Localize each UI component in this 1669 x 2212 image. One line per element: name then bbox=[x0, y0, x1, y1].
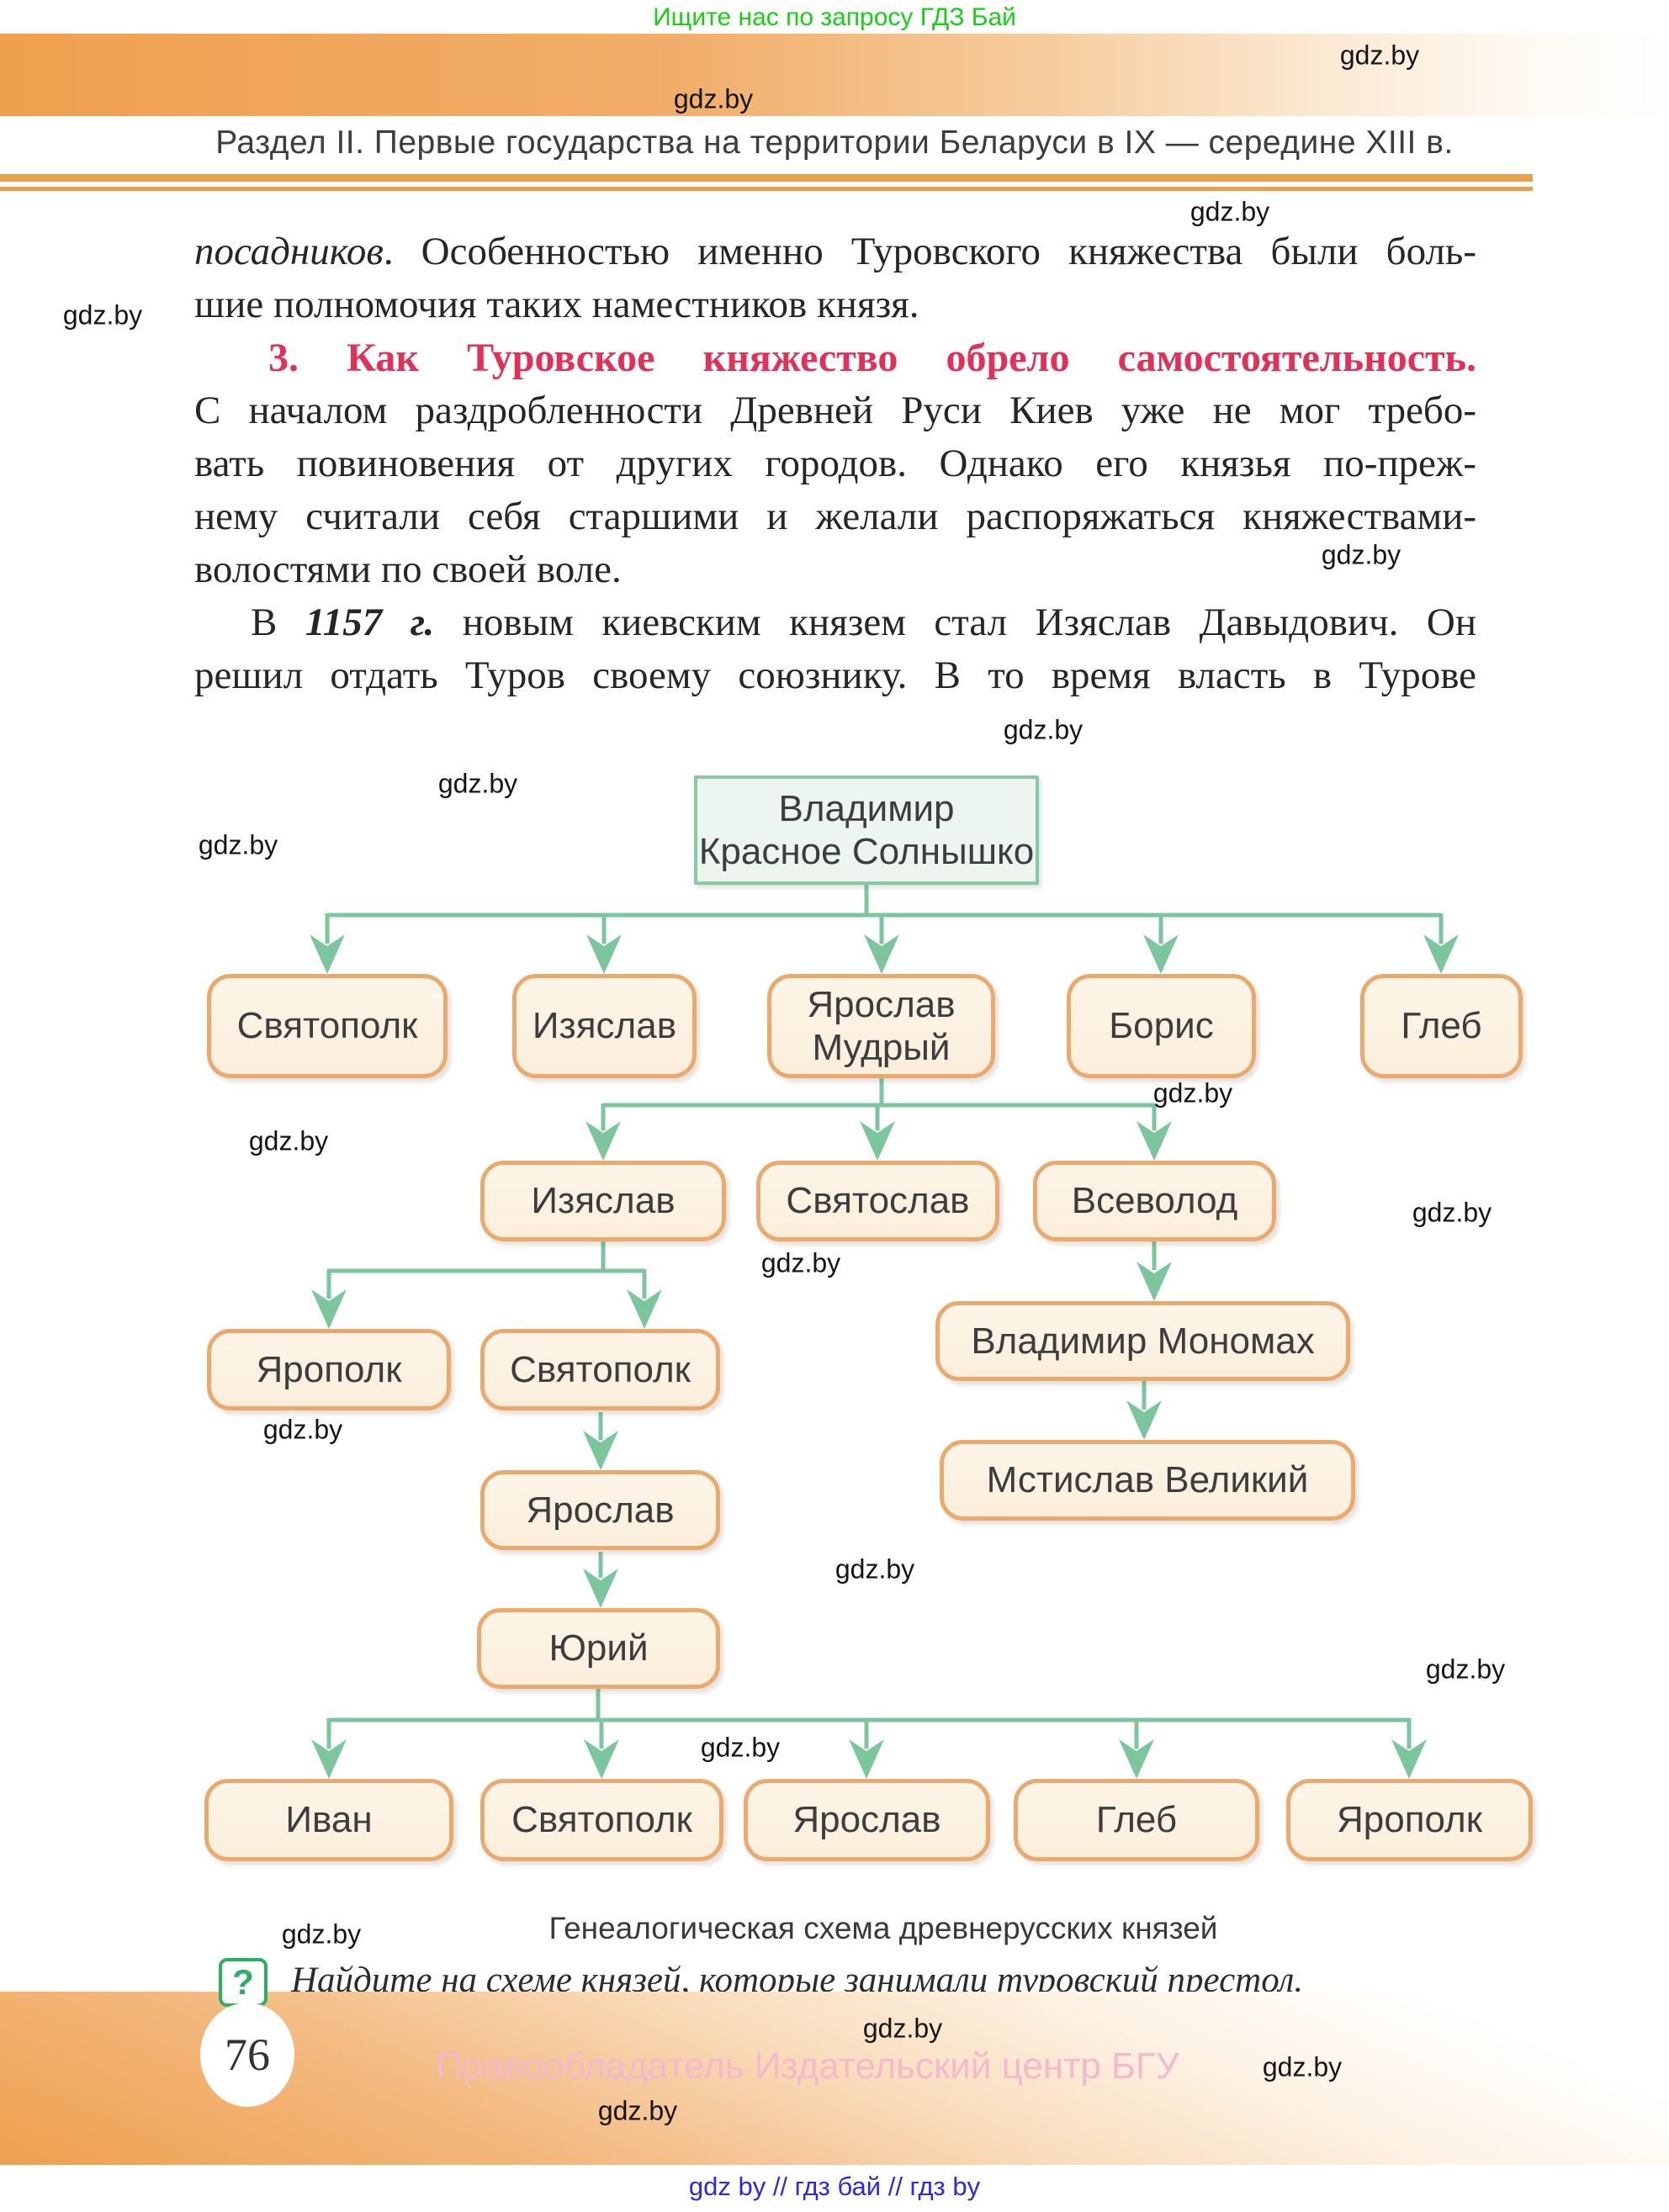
top-orange-bar bbox=[0, 34, 1669, 116]
paragraph-line: вать повиновения от других городов. Одна… bbox=[194, 442, 1476, 485]
gdzby-watermark: gdz.by bbox=[834, 1553, 915, 1585]
question-mark-icon: ? bbox=[219, 1958, 268, 2007]
diagram-caption: Генеалогическая схема древнерусских княз… bbox=[548, 1911, 1218, 1945]
gdzby-watermark: gdz.by bbox=[262, 1414, 343, 1445]
connector-lines bbox=[325, 885, 1444, 1749]
tree-node: Владимир Мономах bbox=[935, 1301, 1350, 1381]
arrow-down-icon bbox=[1391, 1739, 1427, 1779]
tree-node: Борис bbox=[1067, 974, 1256, 1078]
arrow-down-icon bbox=[585, 1121, 621, 1161]
arrow-down-icon bbox=[1137, 1262, 1172, 1301]
paragraph-line: решил отдать Туров своему союзнику. В то… bbox=[194, 654, 1476, 697]
bottom-links[interactable]: gdz by // гдз бай // гдз by bbox=[688, 2172, 981, 2201]
tree-node: Святополк bbox=[480, 1779, 723, 1861]
tree-node: Изяслав bbox=[480, 1161, 726, 1241]
year-emphasis: 1157 г. bbox=[305, 601, 435, 644]
arrow-down-icon bbox=[311, 1289, 347, 1329]
tree-node: Святополк bbox=[480, 1329, 720, 1410]
gdzby-watermark: gdz.by bbox=[1425, 1654, 1506, 1685]
paragraph-line: шие полномочия таких наместников князя. bbox=[194, 283, 919, 326]
gdzby-watermark: gdz.by bbox=[1412, 1197, 1492, 1228]
gdzby-watermark: gdz.by bbox=[198, 829, 278, 860]
arrow-down-icon bbox=[1143, 934, 1179, 974]
tree-node: Изяслав bbox=[512, 974, 697, 1078]
gdzby-watermark: gdz.by bbox=[1152, 1077, 1233, 1109]
gdzby-watermark: gdz.by bbox=[248, 1125, 329, 1156]
tree-node: Иван bbox=[204, 1779, 453, 1861]
arrow-down-icon bbox=[860, 1121, 895, 1161]
paragraph-line: посадников. Особенностью именно Туровско… bbox=[194, 230, 1476, 273]
header-rule-thick bbox=[0, 174, 1533, 182]
gdzby-watermark: gdz.by bbox=[597, 2095, 678, 2126]
gdzby-watermark: gdz.by bbox=[760, 1247, 841, 1278]
tree-node: Владимир Красное Солнышко bbox=[694, 775, 1039, 885]
tree-node: Юрий bbox=[477, 1608, 720, 1689]
arrow-down-icon bbox=[1126, 1400, 1162, 1440]
tree-node: Всеволод bbox=[1033, 1161, 1276, 1241]
paragraph-line: нему считали себя старшими и желали расп… bbox=[194, 495, 1476, 538]
gdzby-watermark: gdz.by bbox=[1003, 714, 1084, 745]
arrow-down-icon bbox=[849, 1739, 884, 1779]
tree-node: Святослав bbox=[756, 1161, 999, 1241]
arrow-down-icon bbox=[310, 934, 345, 974]
tree-node: Ярослав bbox=[480, 1470, 720, 1550]
arrow-down-icon bbox=[1137, 1121, 1172, 1161]
tree-node: Мстислав Великий bbox=[940, 1440, 1355, 1521]
tree-node: Глеб bbox=[1014, 1779, 1259, 1861]
arrow-down-icon bbox=[311, 1739, 347, 1779]
page-number: 76 bbox=[200, 2003, 294, 2107]
gdzby-watermark: gdz.by bbox=[281, 1918, 362, 1950]
italic-term: посадников bbox=[194, 230, 384, 273]
tree-node: Ярослав Мудрый bbox=[767, 974, 995, 1078]
gdzby-watermark: gdz.by bbox=[437, 768, 518, 799]
gdzby-watermark: gdz.by bbox=[1262, 2051, 1343, 2082]
gdzby-watermark: gdz.by bbox=[1321, 539, 1401, 570]
section-header: Раздел II. Первые государства на террито… bbox=[215, 124, 1454, 161]
gdzby-watermark: gdz.by bbox=[700, 1732, 781, 1763]
arrow-down-icon bbox=[583, 1569, 618, 1608]
tree-node: Ярополк bbox=[207, 1329, 451, 1410]
gdzby-watermark: gdz.by bbox=[673, 83, 754, 114]
body-text: посадников. Особенностью именно Туровско… bbox=[194, 225, 1476, 702]
subsection-heading: 3. Как Туровское княжество обрело самост… bbox=[268, 336, 1476, 380]
arrow-down-icon bbox=[864, 934, 899, 974]
arrow-down-icon bbox=[584, 1739, 619, 1779]
tree-node: Ярослав bbox=[744, 1779, 990, 1861]
gdzby-watermark: gdz.by bbox=[1339, 40, 1420, 71]
paragraph-line: В 1157 г. новым киевским князем стал Изя… bbox=[251, 601, 1477, 644]
tree-node: Глеб bbox=[1360, 974, 1523, 1078]
arrow-down-icon bbox=[1423, 934, 1459, 974]
header-rule-thin bbox=[0, 187, 1533, 191]
tree-node: Ярополк bbox=[1286, 1779, 1533, 1861]
gdzby-watermark: gdz.by bbox=[62, 299, 143, 331]
gdzby-watermark: gdz.by bbox=[1189, 196, 1270, 227]
paragraph-line: волостями по своей воле. bbox=[194, 548, 622, 591]
arrow-down-icons bbox=[310, 934, 1459, 1779]
arrow-down-icon bbox=[627, 1289, 662, 1329]
arrow-down-icon bbox=[586, 934, 622, 974]
arrow-down-icon bbox=[1119, 1739, 1154, 1779]
tree-node: Святополк bbox=[207, 974, 448, 1078]
top-search-notice: Ищите нас по запросу ГДЗ Бай bbox=[653, 3, 1016, 31]
paragraph-line: С началом раздробленности Древней Руси К… bbox=[194, 389, 1476, 432]
publisher-note: Правообладатель Издательский центр БГУ bbox=[436, 2045, 1179, 2087]
arrow-down-icon bbox=[583, 1431, 618, 1470]
gdzby-watermark: gdz.by bbox=[862, 2013, 943, 2044]
